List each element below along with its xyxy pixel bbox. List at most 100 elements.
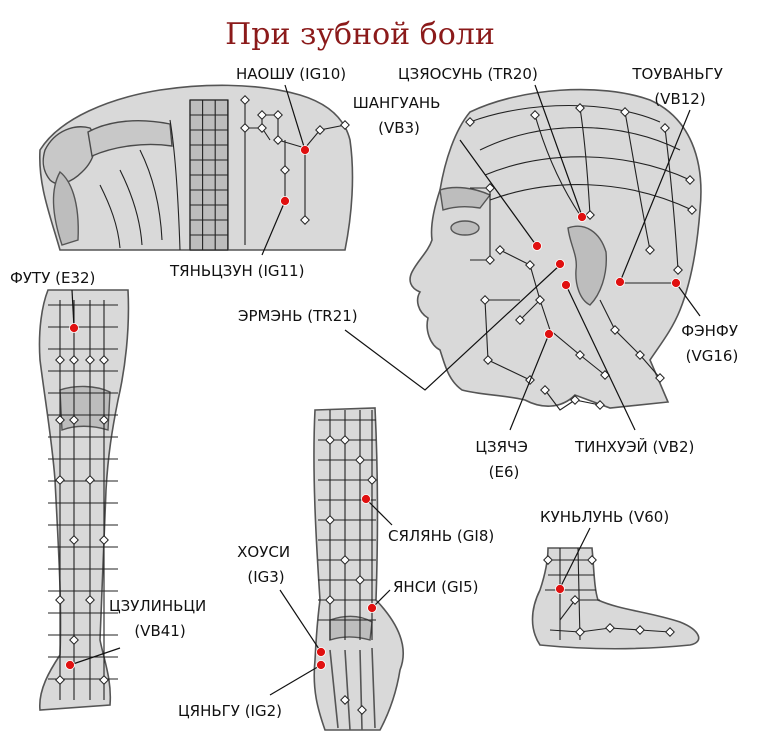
leader-tszyaosun (534, 84, 583, 217)
point-naoshu (300, 145, 310, 155)
label-housi: ХОУСИ (IG3) (237, 543, 295, 586)
meridian-node (495, 245, 505, 255)
label-futu: ФУТУ (E32) (10, 269, 95, 287)
point-tyantszun (280, 196, 290, 206)
meridian-nodes (55, 95, 697, 715)
meridian-node (69, 635, 79, 645)
meridian-node (530, 110, 540, 120)
point-housi (316, 647, 326, 657)
meridian-node (687, 205, 697, 215)
meridian-node (515, 315, 525, 325)
meridian-node (543, 555, 553, 565)
leader-ermen (344, 264, 561, 391)
point-touvangu (615, 277, 625, 287)
label-naoshu: НАОШУ (IG10) (236, 65, 346, 83)
leader-tinhuey (565, 284, 636, 431)
meridian-node (257, 110, 267, 120)
point-ermen (555, 259, 565, 269)
meridian-node (69, 535, 79, 545)
meridian-node (85, 475, 95, 485)
meridian-node (485, 255, 495, 265)
meridian-node (635, 625, 645, 635)
foot-illustration (531, 547, 700, 650)
meridian-node (99, 355, 109, 365)
meridian-node (273, 135, 283, 145)
meridian-node (483, 355, 493, 365)
point-fenfu (671, 278, 681, 288)
meridian-node (610, 325, 620, 335)
meridian-node (315, 125, 325, 135)
leg-grid-lines (48, 300, 118, 700)
meridian-node (257, 123, 267, 133)
point-futu (69, 323, 79, 333)
label-ermen: ЭРМЭНЬ (TR21) (238, 307, 358, 325)
leader-tsyangu (269, 664, 322, 696)
acupoints (65, 145, 681, 670)
meridian-node (69, 355, 79, 365)
point-tinhuey (561, 280, 571, 290)
meridian-node (325, 595, 335, 605)
meridian-node (325, 435, 335, 445)
meridian-node (355, 455, 365, 465)
point-tszulintsi (65, 660, 75, 670)
meridian-node (600, 370, 610, 380)
leader-shanguan (459, 139, 537, 246)
meridian-node (340, 120, 350, 130)
leader-tszulintsi (69, 647, 121, 666)
meridian-node (367, 475, 377, 485)
leader-tyantszun (261, 200, 286, 256)
meridian-node (280, 165, 290, 175)
leader-fenfu (675, 282, 701, 317)
meridian-node (605, 623, 615, 633)
meridian-node (595, 400, 605, 410)
meridian-node (570, 395, 580, 405)
label-touvangu: ТОУВАНЬГУ (VB12) (631, 65, 727, 108)
meridian-node (525, 260, 535, 270)
label-tszyaosun: ЦЗЯОСУНЬ (TR20) (398, 65, 538, 83)
meridian-node (357, 705, 367, 715)
head-meridians (469, 105, 693, 411)
meridian-node (240, 123, 250, 133)
meridian-node (665, 627, 675, 637)
meridian-node (540, 385, 550, 395)
point-kunlun (555, 584, 565, 594)
leader-touvangu (619, 109, 691, 283)
meridian-node (340, 435, 350, 445)
meridian-node (585, 210, 595, 220)
label-tinhuey: ТИНХУЭЙ (VB2) (574, 437, 694, 456)
meridian-node (620, 107, 630, 117)
label-syalyan: СЯЛЯНЬ (GI8) (388, 527, 494, 545)
meridian-node (340, 555, 350, 565)
meridian-node (55, 595, 65, 605)
label-shanguan: ШАНГУАНЬ (VB3) (353, 94, 445, 137)
meridian-node (55, 355, 65, 365)
meridian-node (355, 575, 365, 585)
head-illustration (409, 88, 702, 409)
meridian-node (465, 117, 475, 127)
diagram-title: При зубной боли (225, 17, 495, 52)
label-yansi: ЯНСИ (GI5) (393, 578, 478, 596)
meridian-node (660, 123, 670, 133)
meridian-node (673, 265, 683, 275)
spine-grid-lines (189, 99, 229, 251)
meridian-node (480, 295, 490, 305)
leg-illustration (38, 289, 130, 711)
meridian-node (240, 95, 250, 105)
meridian-node (85, 595, 95, 605)
leader-housi (279, 589, 322, 653)
point-shanguan (532, 241, 542, 251)
meridian-node (340, 695, 350, 705)
meridian-node (685, 175, 695, 185)
leader-tszyache (509, 333, 550, 431)
leader-futu (71, 289, 75, 329)
meridian-node (645, 245, 655, 255)
meridian-node (655, 373, 665, 383)
meridian-node (69, 415, 79, 425)
leader-kunlun (559, 527, 591, 589)
meridian-node (485, 183, 495, 193)
meridian-node (587, 555, 597, 565)
meridian-node (55, 475, 65, 485)
meridian-node (325, 515, 335, 525)
label-kunlun: КУНЬЛУНЬ (V60) (540, 508, 669, 526)
